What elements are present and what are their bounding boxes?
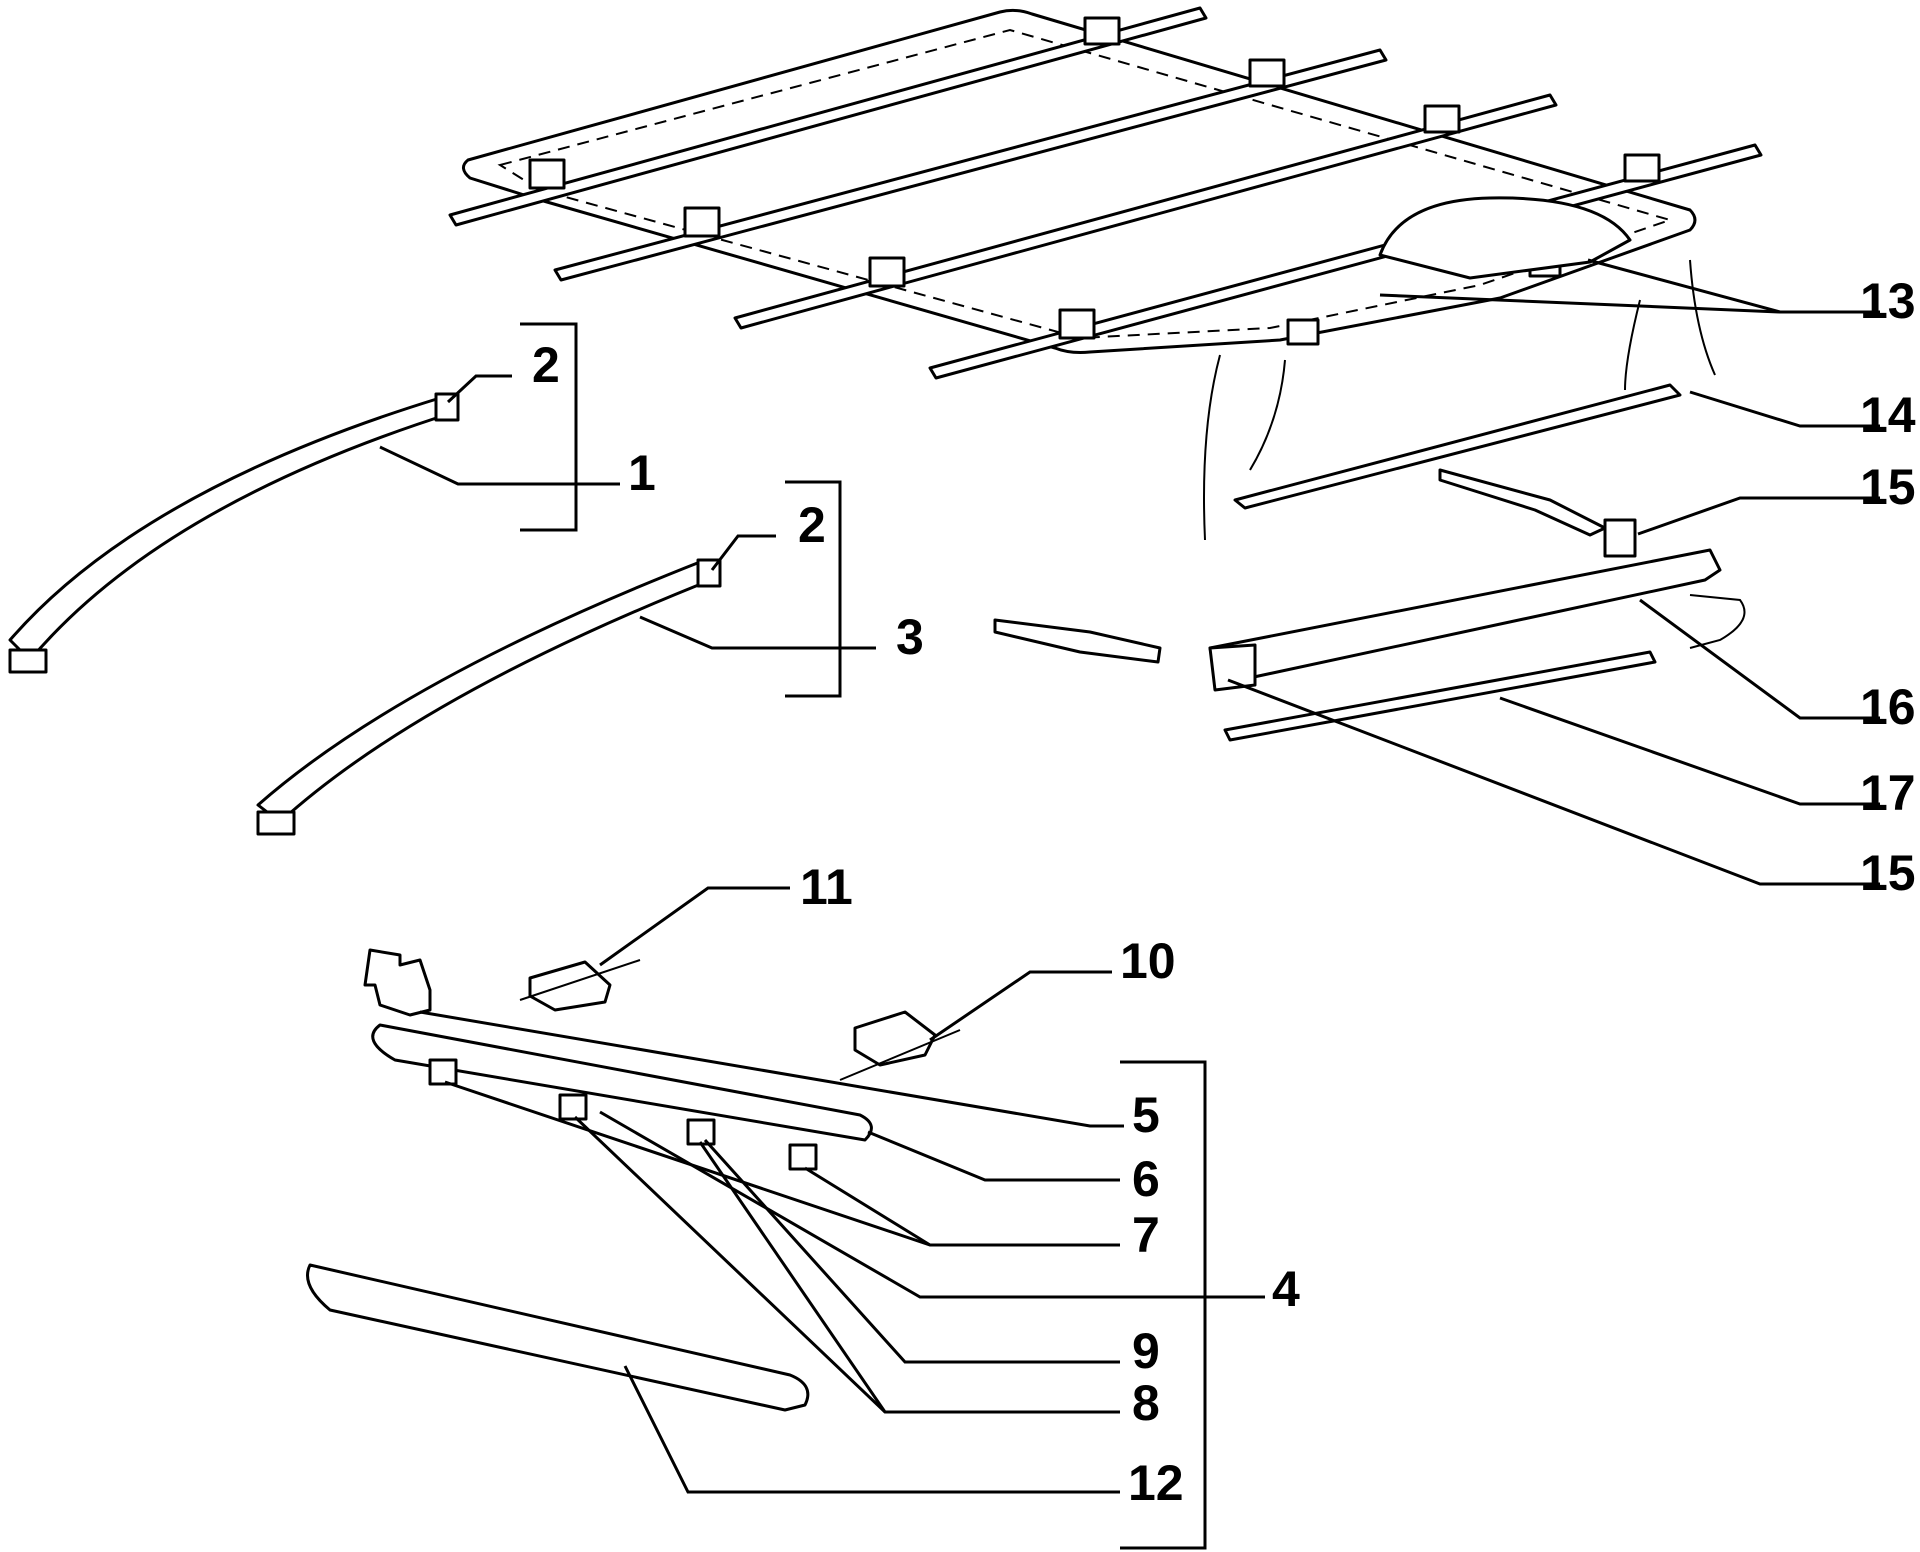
bracket-group-1 <box>520 322 578 532</box>
bracket-i <box>1286 318 1320 346</box>
callout-9: 9 <box>1132 1323 1160 1379</box>
callout-4: 4 <box>1272 1261 1300 1317</box>
callout-12: 12 <box>1128 1455 1184 1511</box>
lower-assembly <box>306 948 961 1412</box>
callout-14: 14 <box>1860 387 1916 443</box>
callout-6: 6 <box>1132 1151 1160 1207</box>
clip-7b <box>558 1093 588 1121</box>
leader-2b <box>710 534 776 571</box>
leader-5 <box>419 1010 1124 1128</box>
guide-line-2 <box>839 1029 961 1081</box>
part-14-strip <box>1233 383 1682 510</box>
callout-15-lower: 15 <box>1860 845 1916 901</box>
roof-frame-inner-line <box>497 28 1674 340</box>
leader-12 <box>623 1365 1120 1494</box>
roof-bar-1 <box>448 6 1208 227</box>
part-7-clips <box>428 1058 818 1171</box>
part-17-seal-curve <box>1689 594 1746 649</box>
grouping-brackets <box>520 322 1207 1550</box>
leader-14 <box>1689 390 1880 428</box>
part-10-bracket <box>853 1010 937 1067</box>
rail-1-clip-2 <box>434 392 460 422</box>
part-15-plate-lower <box>993 618 1162 664</box>
bracket-g <box>1423 104 1461 134</box>
part-11-bracket <box>528 960 612 1012</box>
callout-7: 7 <box>1132 1207 1160 1263</box>
part-15-plate-upper <box>1603 518 1637 558</box>
callout-16: 16 <box>1860 679 1916 735</box>
roof-bar-2 <box>553 48 1388 282</box>
leader-6 <box>867 1130 1120 1182</box>
roof-dome <box>1378 196 1632 280</box>
bracket-c <box>868 256 906 288</box>
clip-7a <box>428 1058 458 1086</box>
callout-labels: 2 1 2 3 13 14 15 16 17 15 11 10 5 6 7 4 … <box>532 273 1916 1511</box>
right-side-parts <box>993 383 1746 742</box>
callout-8: 8 <box>1132 1375 1160 1431</box>
leader-4 <box>599 1110 1265 1299</box>
leader-3 <box>639 615 876 650</box>
guide-line-1 <box>519 959 641 1001</box>
roof-brackets <box>528 16 1661 346</box>
clip-7d <box>788 1143 818 1171</box>
roof-cable-right-1 <box>1624 299 1641 391</box>
roof-cable-right-2 <box>1689 259 1716 376</box>
part-1-curved-rail <box>8 392 460 674</box>
callout-2-upper: 2 <box>532 337 560 393</box>
part-17-strip <box>1223 650 1657 742</box>
bracket-d <box>1058 308 1096 340</box>
bracket-h <box>1623 153 1661 183</box>
leader-13b <box>1379 293 1781 314</box>
leader-8b <box>698 1141 887 1413</box>
leader-15b <box>1227 678 1880 886</box>
callout-3: 3 <box>896 609 924 665</box>
part-3-curved-rail <box>256 558 722 836</box>
part-14-bracket <box>1438 468 1607 537</box>
roof-cable-mid <box>1249 359 1286 471</box>
callout-5: 5 <box>1132 1087 1160 1143</box>
bracket-f <box>1248 58 1286 88</box>
rail-1-end <box>8 648 48 674</box>
callout-2-lower: 2 <box>798 497 826 553</box>
leader-1 <box>379 445 620 486</box>
part-6-bar <box>371 1023 873 1142</box>
callout-10: 10 <box>1120 933 1176 989</box>
leader-7b <box>804 1166 931 1247</box>
leader-2a <box>446 374 512 404</box>
leader-13a <box>1587 258 1880 314</box>
bracket-group-4 <box>1120 1060 1207 1550</box>
callout-17: 17 <box>1860 765 1916 821</box>
rail-3-body <box>256 560 718 824</box>
callout-13: 13 <box>1860 273 1916 329</box>
leader-15a <box>1637 496 1880 536</box>
leader-16 <box>1639 598 1880 720</box>
bracket-a <box>528 158 566 190</box>
part-16-end-bracket <box>1208 643 1257 692</box>
roof-bar-3 <box>733 93 1558 330</box>
callout-15-upper: 15 <box>1860 459 1916 515</box>
callout-11: 11 <box>800 859 853 915</box>
rail-3-end <box>256 810 296 836</box>
leader-lines <box>379 258 1880 1494</box>
leader-9 <box>703 1138 1120 1364</box>
leader-17 <box>1499 696 1880 806</box>
bracket-b <box>683 206 721 238</box>
callout-1: 1 <box>628 445 656 501</box>
rail-1-body <box>8 396 457 662</box>
roof-cable-left <box>1203 354 1221 541</box>
leader-11 <box>599 886 790 967</box>
roof-frame-outline <box>462 8 1697 354</box>
bracket-group-3 <box>785 480 842 698</box>
clip-7c <box>686 1118 716 1146</box>
bracket-e <box>1083 16 1121 46</box>
part-12-cover <box>306 1263 810 1412</box>
part-5-bracket <box>363 948 432 1017</box>
roof-frame-assembly <box>448 6 1763 541</box>
leader-10 <box>929 970 1112 1042</box>
